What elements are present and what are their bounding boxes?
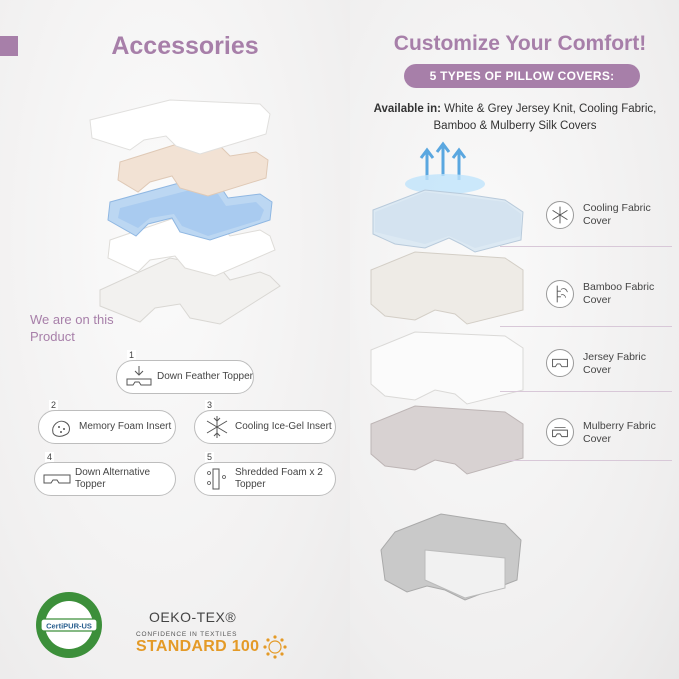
accessory-label: Memory Foam Insert [79,421,172,432]
accessory-label: Down Alternative Topper [75,467,151,490]
accessories-title: Accessories [111,32,259,60]
oeko-tex-logo-icon [263,635,287,659]
topper-down-arrow-icon [126,366,152,386]
accessory-layer-stack [89,99,281,325]
oeko-tex-standard: STANDARD 100 [136,638,260,655]
jersey-fabric-cover-label: Jersey Fabric Cover [583,351,647,376]
topper-icon [43,474,71,484]
jersey-cover-icon [546,349,574,377]
accessory-label: Down Feather Topper [157,371,253,382]
accessory-memory-foam-insert: 2 Memory Foam Insert [38,400,176,444]
layer-down-feather [89,99,271,155]
accent-bar [0,36,18,56]
available-prefix: Available in: [373,103,441,115]
accessory-number: 2 [49,400,59,410]
silk-cover-icon [546,418,574,446]
mulberry-silk-pillow [370,405,524,475]
oeko-tex-subtitle: CONFIDENCE IN TEXTILES [136,631,238,638]
accessory-label: Shredded Foam x 2 Topper [235,467,323,490]
bamboo-icon [546,280,574,308]
cover-divider [500,246,672,247]
accessory-shredded-foam-topper: 5 Shredded Foam x 2 Topper [194,452,336,496]
snowflake-icon [206,416,228,438]
foam-hand-icon [52,420,70,437]
accessory-down-alternative-topper: 4 Down Alternative Topper [34,452,176,496]
customize-title: Customize Your Comfort! [393,32,647,55]
certipur-text: CertiPUR-US [46,622,92,631]
jersey-fabric-pillow [370,331,524,405]
accessory-number: 5 [205,452,215,462]
snowflake-icon [546,201,574,229]
cover-types-badge: 5 TYPES OF PILLOW COVERS: [404,64,640,88]
accessory-number: 3 [205,400,215,410]
accessory-label: Cooling Ice-Gel Insert [235,421,332,432]
cooling-fabric-cover-label: Cooling Fabric Cover [583,202,651,227]
available-list: White & Grey Jersey Knit, Cooling Fabric… [433,103,657,132]
accessory-number: 1 [127,350,137,360]
mulberry-fabric-cover-label: Mulberry Fabric Cover [583,420,656,445]
cover-divider [500,326,672,327]
available-in-text: Available in: White & Grey Jersey Knit, … [360,101,670,135]
oeko-tex-title: OEKO-TEX® [149,609,237,625]
pillow-cover-stack [370,141,524,601]
bamboo-fabric-cover-label: Bamboo Fabric Cover [583,281,655,306]
cover-divider [500,391,672,392]
accessory-cooling-gel-insert: 3 Cooling Ice-Gel Insert [194,400,336,444]
shredded-foam-icon [207,468,226,490]
cover-divider [500,460,672,461]
bamboo-fabric-pillow [370,251,524,325]
certipur-us-seal: CertiPUR-US [36,592,102,658]
accessory-down-feather-topper: 1 Down Feather Topper [116,350,254,394]
we-are-on-product-note: We are on this Product [30,312,114,344]
accessory-number: 4 [45,452,55,462]
